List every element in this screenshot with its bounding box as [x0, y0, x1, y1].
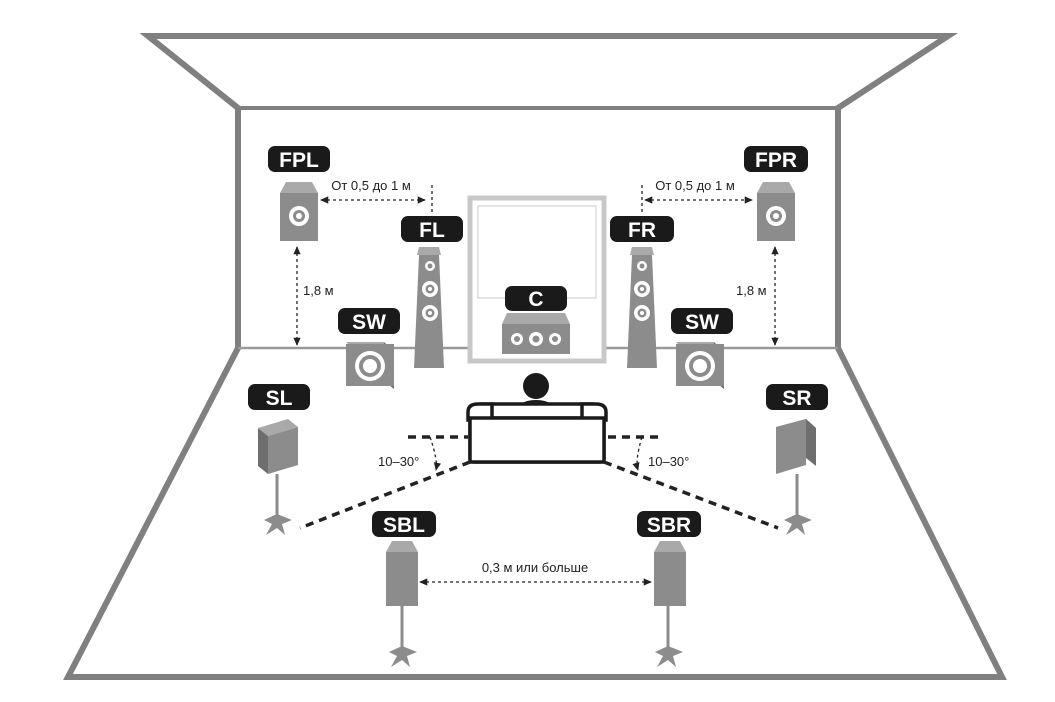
badge-fpr: FPR [744, 146, 808, 172]
badge-sw-left-label: SW [352, 311, 386, 334]
badge-sbr: SBR [637, 511, 701, 537]
speaker-fpl [280, 182, 318, 241]
speaker-fl [414, 247, 444, 368]
speaker-fpr [757, 182, 795, 241]
badge-fl: FL [401, 216, 463, 242]
label-angle-left: 10–30° [378, 454, 419, 469]
badge-c-label: C [528, 288, 543, 311]
badge-sl-label: SL [266, 387, 293, 410]
speaker-sl [258, 419, 298, 535]
subwoofer-right [676, 342, 724, 389]
label-front-presence-left: От 0,5 до 1 м [331, 178, 411, 193]
label-angle-right: 10–30° [648, 454, 689, 469]
badge-sr: SR [766, 384, 828, 410]
speaker-center [502, 313, 570, 354]
badge-sw-right: SW [671, 308, 733, 334]
badge-fpl: FPL [268, 146, 330, 172]
badge-sr-label: SR [782, 387, 811, 410]
label-height-left: 1,8 м [303, 283, 334, 298]
badge-sw-right-label: SW [685, 311, 719, 334]
badge-sl: SL [248, 384, 310, 410]
badge-c: C [505, 286, 567, 311]
badge-sbl: SBL [372, 511, 436, 537]
badge-sbl-label: SBL [383, 514, 425, 537]
label-surround-back-spacing: 0,3 м или больше [482, 560, 588, 575]
badge-fl-label: FL [419, 219, 445, 242]
badge-fr: FR [610, 216, 674, 242]
label-front-presence-right: От 0,5 до 1 м [655, 178, 735, 193]
dimension-lines [293, 185, 779, 586]
badge-sbr-label: SBR [647, 514, 691, 537]
speaker-sbl [386, 541, 418, 667]
badge-fr-label: FR [628, 219, 656, 242]
speaker-sbr [654, 541, 686, 667]
label-height-right: 1,8 м [736, 283, 767, 298]
badge-fpr-label: FPR [755, 149, 797, 172]
speaker-sr [776, 419, 816, 535]
speaker-fr [627, 247, 657, 368]
badge-sw-left: SW [338, 308, 400, 334]
badge-fpl-label: FPL [279, 149, 319, 172]
angle-lines [299, 435, 779, 530]
tv-screen [467, 195, 607, 364]
sofa [466, 402, 608, 464]
subwoofer-left [346, 342, 394, 389]
